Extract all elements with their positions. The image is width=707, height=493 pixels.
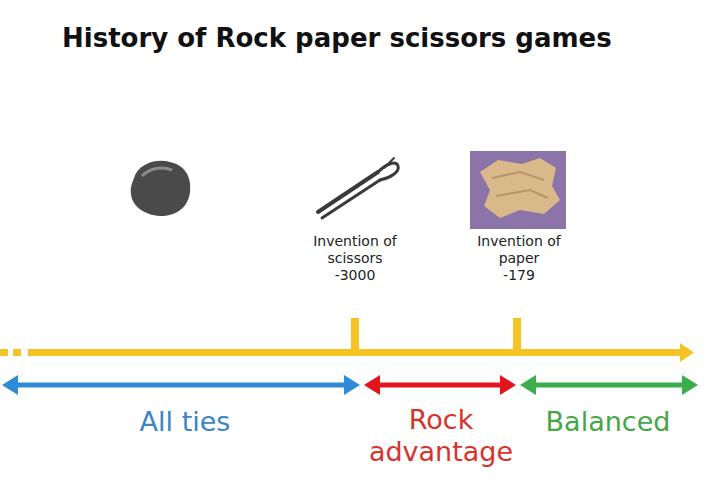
paper-image: [470, 151, 566, 229]
scissors-image: [318, 158, 398, 218]
timeline-axis: [0, 318, 694, 362]
event-label: Invention of paper: [467, 233, 571, 267]
rock-highlight: [142, 168, 172, 176]
paper-fragment: [480, 158, 560, 218]
year-label: -179: [467, 267, 571, 284]
era-arrow: [2, 375, 360, 395]
era-arrow: [520, 375, 698, 395]
diagram-title: History of Rock paper scissors games: [62, 22, 612, 54]
era-label: Balanced: [518, 406, 698, 438]
year-label: -3000: [303, 267, 407, 284]
era-label: Rock advantage: [359, 404, 523, 468]
era-arrow: [364, 375, 516, 395]
era-label: All ties: [85, 406, 285, 438]
paper-texture: [492, 172, 548, 198]
rock-image: [131, 161, 191, 216]
event-label: Invention of scissors: [303, 233, 407, 267]
